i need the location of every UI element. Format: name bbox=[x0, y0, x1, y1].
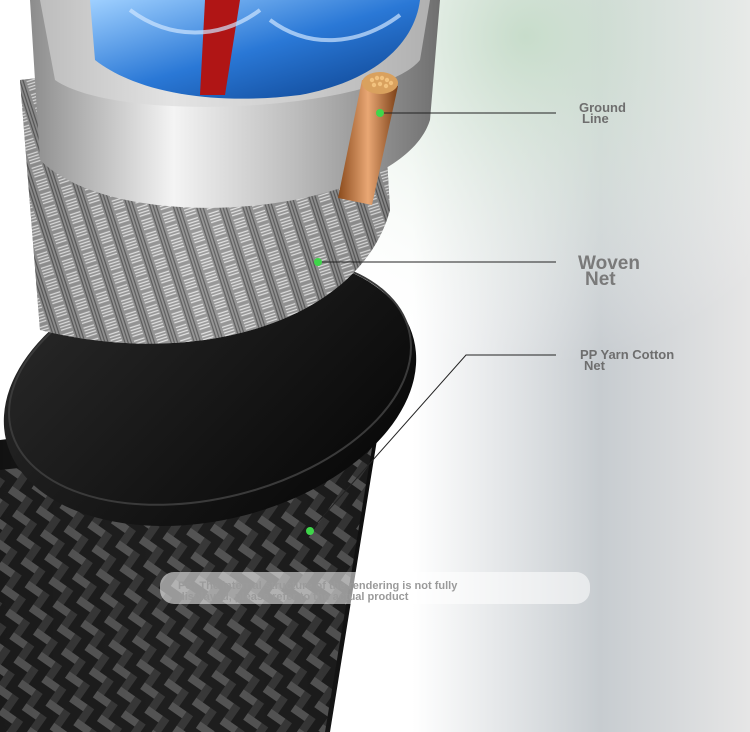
leader-lines bbox=[309, 112, 556, 532]
label-woven-net-1: Woven bbox=[578, 253, 640, 274]
disclaimer-line-2: displayed, please refer to the actual pr… bbox=[178, 591, 409, 603]
leader-pp-yarn bbox=[309, 354, 556, 532]
disclaimer-line-1: PS: The internal structure of the render… bbox=[178, 580, 458, 592]
inner-conductors bbox=[90, 0, 420, 99]
disclaimer-note: PS: The internal structure of the render… bbox=[178, 581, 457, 603]
note-backdrop bbox=[160, 572, 590, 604]
label-pp-yarn-1: PP Yarn Cotton bbox=[580, 347, 675, 362]
marker-dot-pp-yarn bbox=[306, 527, 314, 535]
label-ground-line-2: Line bbox=[582, 111, 609, 126]
label-woven-net-2: Net bbox=[585, 269, 616, 290]
marker-dot-ground-line bbox=[376, 109, 384, 117]
label-pp-yarn-2: Net bbox=[584, 358, 605, 373]
label-ground-line-1: Ground bbox=[579, 100, 626, 115]
marker-dot-woven-net bbox=[314, 258, 322, 266]
